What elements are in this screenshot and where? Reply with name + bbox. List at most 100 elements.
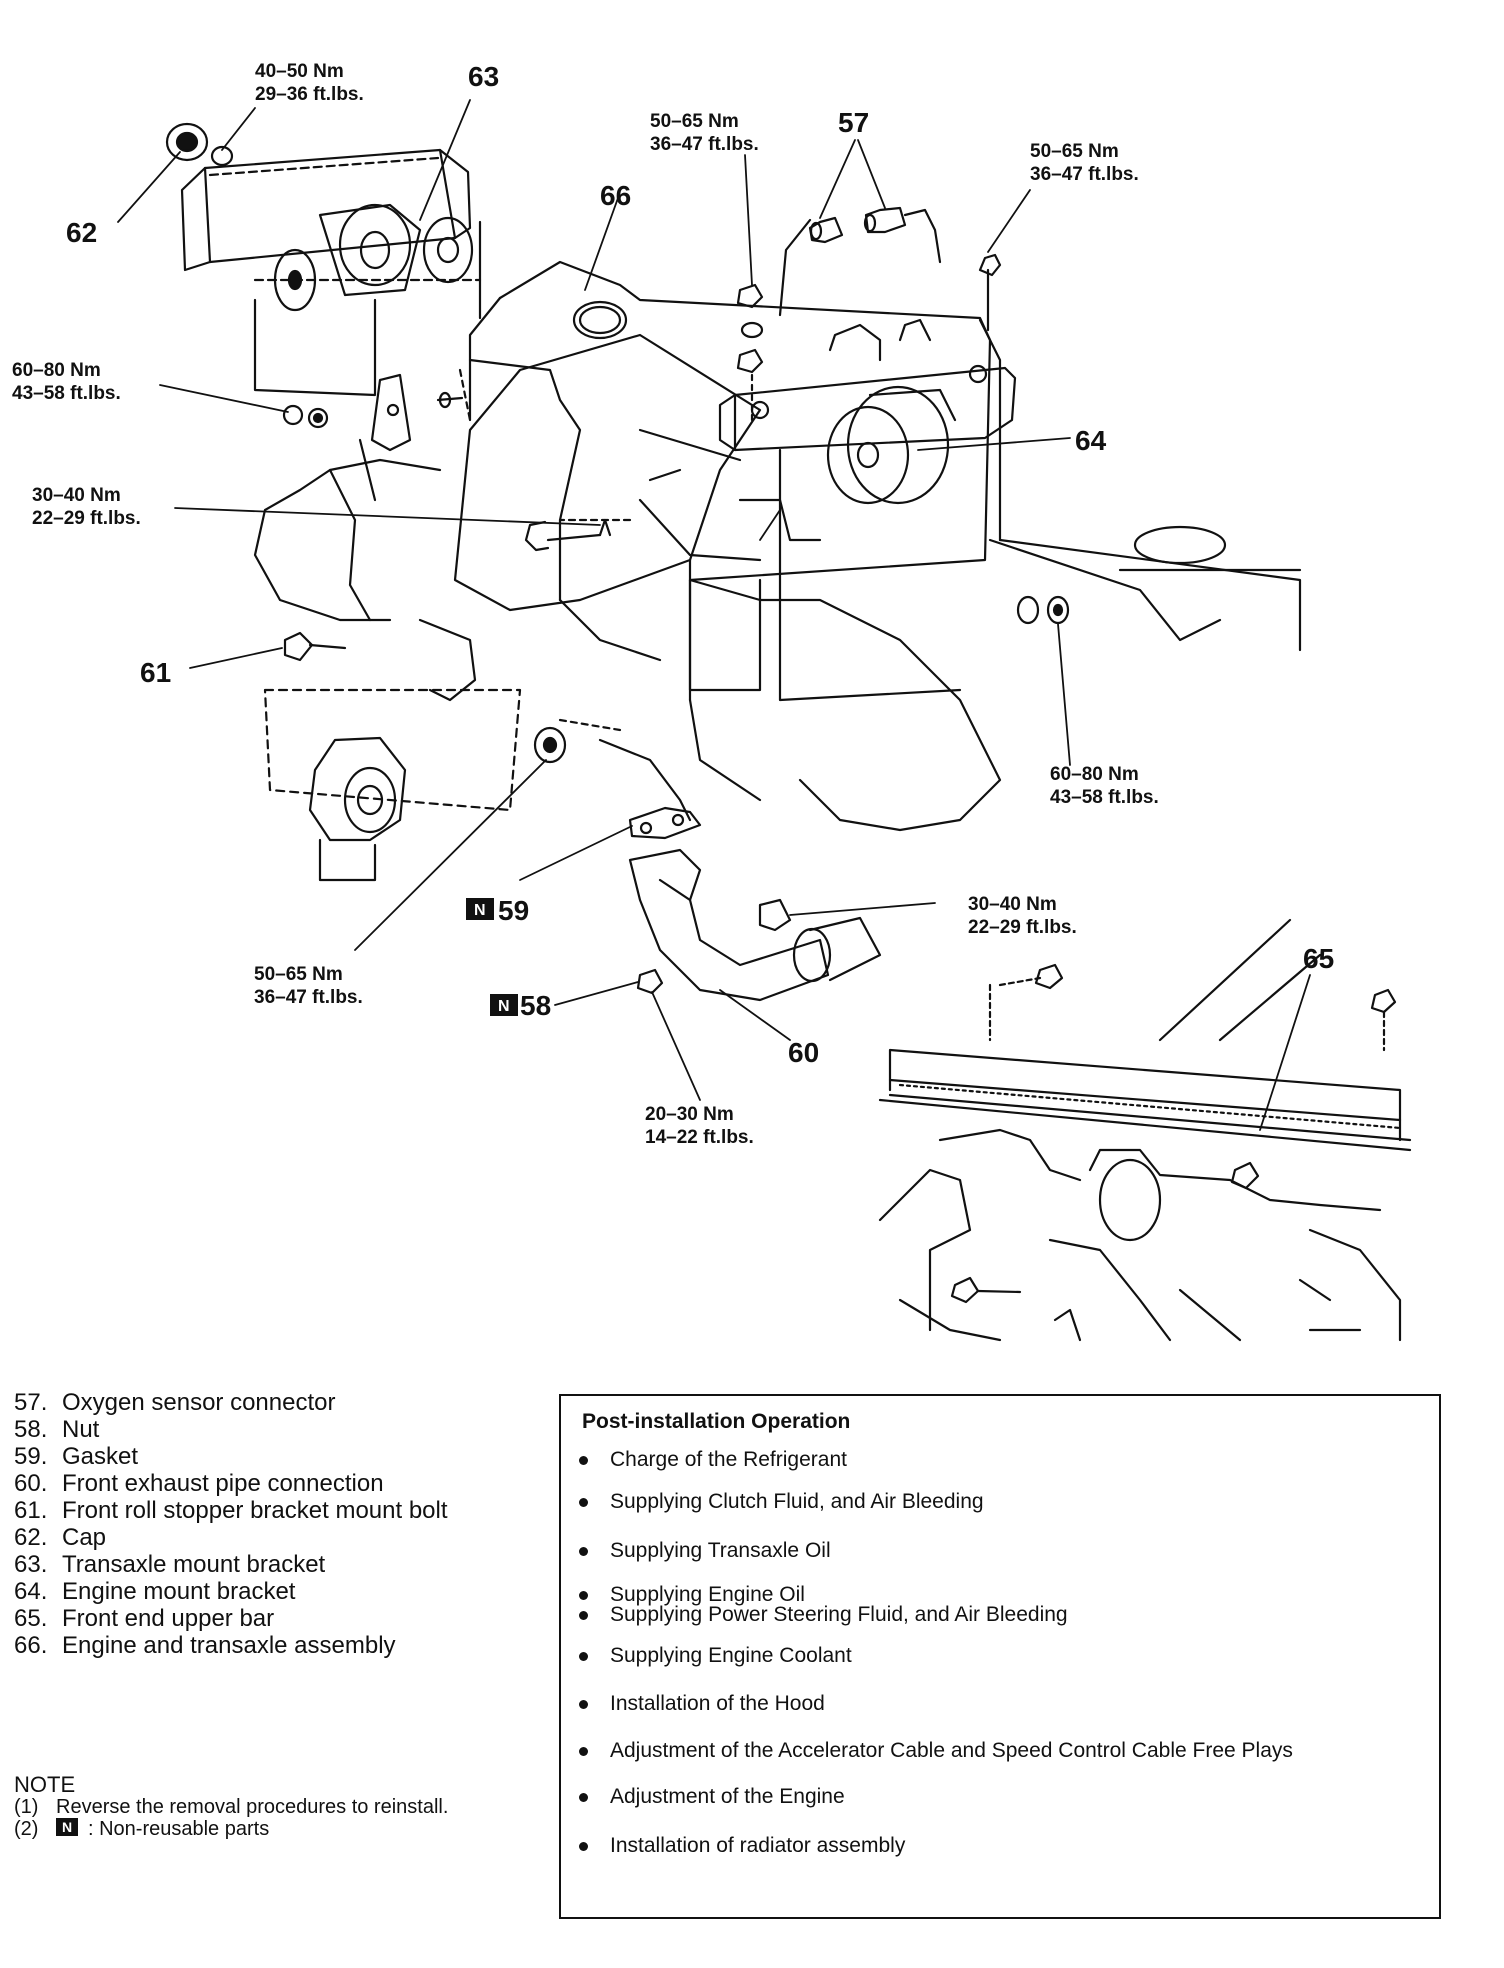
note-item-index: (1) bbox=[14, 1796, 39, 1818]
torque-t4-ftlbs: 43–58 ft.lbs. bbox=[12, 383, 121, 404]
legend-item-text: Engine mount bracket bbox=[62, 1578, 296, 1605]
leader-lines bbox=[117, 99, 1311, 1131]
post-installation-item: Supplying Engine Oil bbox=[579, 1583, 805, 1607]
note-item-1: (1) Reverse the removal procedures to re… bbox=[14, 1796, 554, 1818]
note-item-text: Reverse the removal procedures to reinst… bbox=[56, 1796, 449, 1818]
bullet-icon bbox=[579, 1610, 588, 1620]
post-installation-item: Installation of the Hood bbox=[579, 1692, 825, 1716]
legend-item-number: 66. bbox=[14, 1632, 48, 1659]
post-installation-item-text: Installation of radiator assembly bbox=[610, 1834, 906, 1857]
bullet-icon bbox=[579, 1455, 588, 1465]
legend-item: 61. Front roll stopper bracket mount bolt bbox=[14, 1497, 554, 1524]
callout-60: 60 bbox=[788, 1037, 819, 1068]
note-section: NOTE (1) Reverse the removal procedures … bbox=[14, 1774, 554, 1841]
post-installation-item-text: Installation of the Hood bbox=[610, 1692, 825, 1715]
legend-item-text: Front exhaust pipe connection bbox=[62, 1470, 384, 1497]
torque-t7-nm: 30–40 Nm bbox=[968, 894, 1057, 915]
note-item-2: (2) N : Non-reusable parts bbox=[14, 1818, 554, 1840]
legend-item-text: Front roll stopper bracket mount bolt bbox=[62, 1497, 448, 1524]
post-installation-item-text: Adjustment of the Engine bbox=[610, 1785, 845, 1808]
engine-block-drawing bbox=[253, 260, 1302, 832]
post-installation-item-text: Charge of the Refrigerant bbox=[610, 1448, 847, 1471]
torque-t2-nm: 50–65 Nm bbox=[650, 111, 739, 132]
exhaust-pipe-drawing bbox=[263, 518, 1070, 1002]
callout-61: 61 bbox=[140, 657, 171, 688]
post-installation-item: Supplying Engine Coolant bbox=[579, 1644, 852, 1668]
torque-t2-ftlbs: 36–47 ft.lbs. bbox=[650, 134, 759, 155]
post-installation-item: Adjustment of the Accelerator Cable and … bbox=[579, 1739, 1293, 1763]
callout-65: 65 bbox=[1303, 943, 1334, 974]
post-installation-item: Supplying Power Steering Fluid, and Air … bbox=[579, 1603, 1068, 1627]
non-reusable-mark-icon: N bbox=[56, 1818, 78, 1836]
non-reusable-mark-58 bbox=[490, 994, 518, 1016]
legend-item: 60. Front exhaust pipe connection bbox=[14, 1470, 554, 1497]
bullet-icon bbox=[579, 1651, 588, 1661]
bullet-icon bbox=[579, 1746, 588, 1756]
non-reusable-mark-58-label: N bbox=[498, 998, 510, 1015]
torque-t3-ftlbs: 36–47 ft.lbs. bbox=[1030, 164, 1139, 185]
bullet-icon bbox=[579, 1841, 588, 1851]
engine-mount-bracket-drawing bbox=[718, 253, 1017, 702]
oxygen-sensor-connector-drawing bbox=[736, 206, 942, 422]
legend-item-number: 64. bbox=[14, 1578, 48, 1605]
post-installation-item-text: Supplying Engine Oil bbox=[610, 1583, 805, 1606]
legend-item: 59.Gasket bbox=[14, 1443, 554, 1470]
front-end-upper-bar-drawing bbox=[878, 918, 1412, 1342]
torque-t4-nm: 60–80 Nm bbox=[12, 360, 101, 381]
legend-item-text: Front end upper bar bbox=[62, 1605, 275, 1632]
note-item-index: (2) bbox=[14, 1818, 39, 1840]
bullet-icon bbox=[579, 1546, 588, 1556]
callout-63: 63 bbox=[468, 61, 499, 92]
legend-item-number: 65. bbox=[14, 1605, 48, 1632]
post-installation-box: Post-installation Operation Charge of th… bbox=[559, 1394, 1441, 1919]
callout-62: 62 bbox=[66, 217, 97, 248]
legend-item: 66. Engine and transaxle assembly bbox=[14, 1632, 554, 1659]
legend-item: 62. Cap bbox=[14, 1524, 554, 1551]
legend-item-text: Nut bbox=[62, 1416, 100, 1443]
legend-item: 57. Oxygen sensor connector bbox=[14, 1389, 554, 1416]
bullet-icon bbox=[579, 1497, 588, 1507]
torque-t6-ftlbs: 43–58 ft.lbs. bbox=[1050, 787, 1159, 808]
legend-item-number: 61. bbox=[14, 1497, 48, 1524]
callout-64: 64 bbox=[1075, 425, 1107, 456]
torque-t6-nm: 60–80 Nm bbox=[1050, 764, 1139, 785]
torque-t7-ftlbs: 22–29 ft.lbs. bbox=[968, 917, 1077, 938]
post-installation-item: Supplying Transaxle Oil bbox=[579, 1539, 831, 1563]
legend-item-text: Cap bbox=[62, 1524, 107, 1551]
legend-item-number: 57. bbox=[14, 1389, 48, 1416]
legend-item-text: Transaxle mount bracket bbox=[62, 1551, 326, 1578]
legend-item: 65. Front end upper bar bbox=[14, 1605, 554, 1632]
note-item-text: : Non-reusable parts bbox=[88, 1818, 270, 1840]
non-reusable-mark-59-label: N bbox=[474, 902, 486, 919]
post-installation-item-text: Supplying Power Steering Fluid, and Air … bbox=[610, 1603, 1068, 1626]
torque-t5-ftlbs: 22–29 ft.lbs. bbox=[32, 508, 141, 529]
torque-t5-nm: 30–40 Nm bbox=[32, 485, 121, 506]
legend-item-number: 63. bbox=[14, 1551, 48, 1578]
callout-57: 57 bbox=[838, 107, 869, 138]
legend-item-text: Engine and transaxle assembly bbox=[62, 1632, 396, 1659]
non-reusable-mark-59 bbox=[466, 898, 494, 920]
torque-t8-ftlbs: 36–47 ft.lbs. bbox=[254, 987, 363, 1008]
torque-t9-ftlbs: 14–22 ft.lbs. bbox=[645, 1127, 754, 1148]
transaxle-mount-bracket-drawing bbox=[165, 122, 482, 452]
bullet-icon bbox=[579, 1699, 588, 1709]
torque-t3-nm: 50–65 Nm bbox=[1030, 141, 1119, 162]
post-installation-item: Charge of the Refrigerant bbox=[579, 1448, 847, 1472]
bullet-icon bbox=[579, 1792, 588, 1802]
legend-item: 64. Engine mount bracket bbox=[14, 1578, 554, 1605]
torque-t1-ftlbs: 29–36 ft.lbs. bbox=[255, 84, 364, 105]
legend-item-number: 62. bbox=[14, 1524, 48, 1551]
legend-item-text: Oxygen sensor connector bbox=[62, 1389, 336, 1416]
torque-t8-nm: 50–65 Nm bbox=[254, 964, 343, 985]
callout-58: 58 bbox=[520, 990, 551, 1021]
legend-item-text: Gasket bbox=[62, 1443, 139, 1470]
post-installation-item-text: Supplying Engine Coolant bbox=[610, 1644, 852, 1667]
post-installation-item-text: Supplying Transaxle Oil bbox=[610, 1539, 831, 1562]
post-installation-item: Supplying Clutch Fluid, and Air Bleeding bbox=[579, 1490, 984, 1514]
engine-transaxle-exploded-diagram: 63 62 66 57 64 61 59 58 60 65 N N 40–50 … bbox=[12, 61, 1412, 1342]
post-installation-item: Adjustment of the Engine bbox=[579, 1785, 845, 1809]
callout-59: 59 bbox=[498, 895, 529, 926]
legend-item: 58.Nut bbox=[14, 1416, 554, 1443]
legend-item-number: 60. bbox=[14, 1470, 48, 1497]
legend-item: 63. Transaxle mount bracket bbox=[14, 1551, 554, 1578]
